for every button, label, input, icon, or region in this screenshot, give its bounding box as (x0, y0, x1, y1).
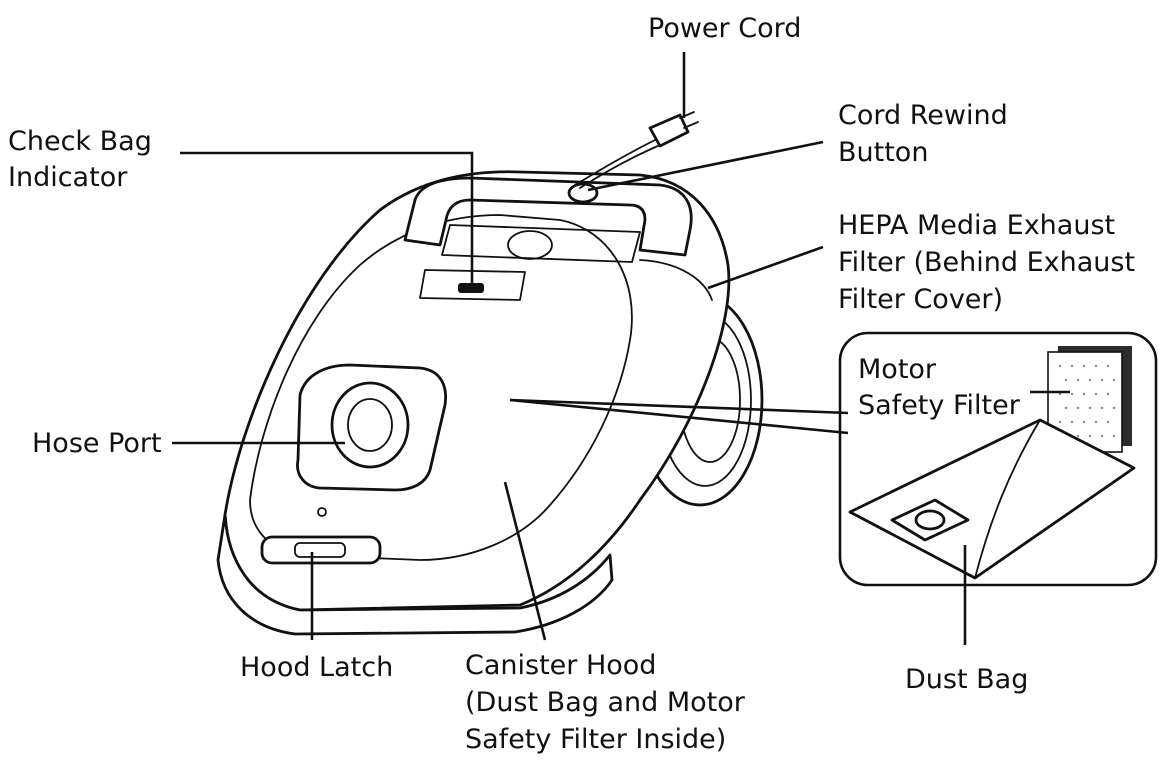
leader-hepa (707, 245, 824, 290)
label-power-cord: Power Cord (648, 13, 801, 44)
canister-body (223, 170, 731, 612)
label-check-bag-line1: Check Bag (8, 126, 152, 157)
label-hepa-line2: Filter (Behind Exhaust (838, 247, 1135, 278)
hose-port-opening (330, 381, 410, 469)
leader-lines (172, 52, 1070, 645)
callout-labels: Power Cord Cord Rewind Button Check Bag … (8, 13, 1135, 755)
plug-prong-bottom (683, 121, 699, 129)
hose-port-inner (347, 398, 393, 452)
exhaust-filter-cover (639, 259, 713, 301)
plug-prong-top (679, 111, 695, 119)
label-motor-filter-line2: Safety Filter (858, 390, 1021, 421)
handle-roller (507, 230, 553, 260)
label-hepa-line1: HEPA Media Exhaust (838, 210, 1115, 241)
hood-screw (317, 507, 327, 517)
canister-hood-shell (249, 214, 633, 561)
label-hepa-line3: Filter Cover) (838, 284, 1003, 315)
label-dust-bag: Dust Bag (905, 664, 1028, 695)
power-cord-line (574, 139, 656, 186)
label-canister-line1: Canister Hood (465, 650, 656, 681)
hood-latch-shape (260, 535, 382, 565)
label-canister-line2: (Dust Bag and Motor (465, 687, 746, 718)
leader-inset-bottom (509, 398, 849, 435)
label-cord-rewind-line1: Cord Rewind (838, 100, 1008, 131)
inset-panel (838, 331, 1158, 587)
indicator-panel (419, 269, 526, 301)
handle-cavity (441, 224, 641, 263)
inset-frame (838, 331, 1158, 587)
vacuum-canister-illustration (216, 170, 764, 636)
label-hose-port: Hose Port (32, 428, 162, 459)
leader-canister-hood (503, 481, 547, 641)
label-motor-filter-line1: Motor (858, 354, 937, 385)
label-hood-latch: Hood Latch (240, 652, 393, 683)
canister-base (216, 513, 614, 636)
plug-body (648, 113, 690, 148)
label-canister-line3: Safety Filter Inside) (465, 724, 726, 755)
leader-cord-rewind (587, 140, 824, 192)
leader-check-bag (180, 151, 474, 288)
power-plug-icon (574, 111, 699, 189)
dust-bag-opening (914, 509, 946, 531)
dust-bag-icon (848, 418, 1136, 580)
carry-handle (403, 176, 693, 257)
label-cord-rewind-line2: Button (838, 137, 928, 168)
hood-latch-grip (294, 542, 346, 558)
leader-inset-top (509, 398, 849, 415)
label-check-bag-line2: Indicator (8, 162, 128, 193)
